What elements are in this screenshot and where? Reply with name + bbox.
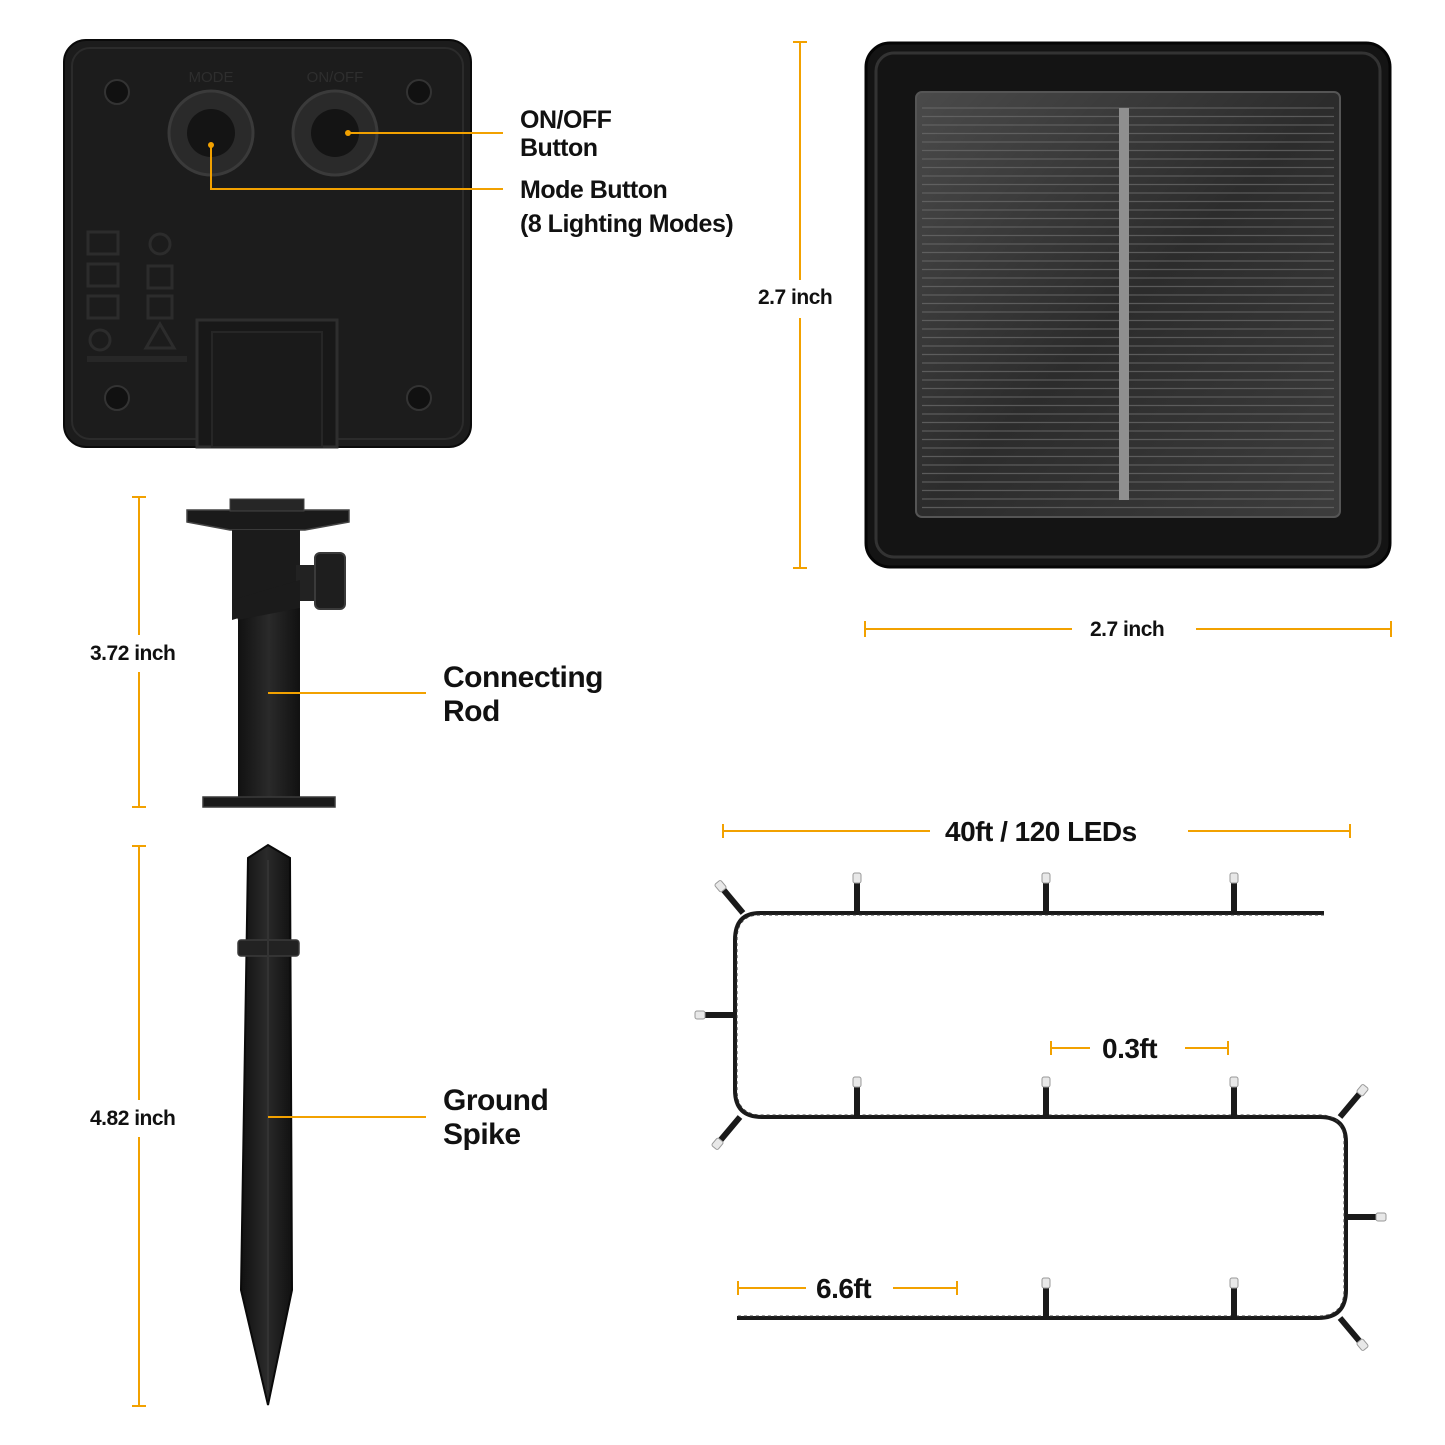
screw-icon [406,79,432,105]
led-bulb-icon [1041,1076,1051,1117]
led-bulb-icon [852,872,862,913]
rod-label-line2: Rod [443,695,500,728]
rod-label: Connecting Rod [443,661,604,729]
control-box-callouts [210,132,503,190]
solar-panel [864,41,1392,569]
solar-width-label: 2.7 inch [1090,618,1165,641]
led-bulb-icon [1229,1076,1239,1117]
total-length-dimension [722,824,1351,838]
string-lights [694,872,1387,1351]
led-bulb-icon [1041,1277,1051,1318]
spike-height-label: 4.82 inch [90,1107,176,1130]
total-length-label: 40ft / 120 LEDs [945,816,1137,847]
solar-height-label: 2.7 inch [758,286,833,309]
mode-mark: MODE [189,69,234,86]
onoff-mark: ON/OFF [307,69,364,86]
spacing-label: 0.3ft [1102,1033,1158,1064]
rod-label-line1: Connecting [443,661,604,694]
connecting-rod [186,498,350,808]
led-bulb-icon [852,1076,862,1117]
solar-height-dimension [793,41,807,569]
onoff-label: ON/OFF Button [520,105,612,163]
spike-label-line2: Spike [443,1118,521,1151]
led-bulb-icon [714,880,746,915]
ground-spike [237,843,300,1406]
screw-icon [104,385,130,411]
spike-label: Ground Spike [443,1084,549,1152]
mode-label: Mode Button (8 Lighting Modes) [520,175,734,239]
lead-wire-label: 6.6ft [816,1273,872,1304]
mode-button[interactable] [167,89,255,177]
onoff-label-line1: ON/OFF [520,106,612,134]
rod-height-label: 3.72 inch [90,642,176,665]
led-bulb-icon [1229,872,1239,913]
led-bulb-icon [694,1010,735,1020]
spike-height-dimension [132,845,146,1407]
led-bulb-icon [1229,1277,1239,1318]
led-bulb-icon [711,1115,743,1150]
spacing-dimension [1050,1041,1229,1055]
lead-wire-dimension [737,1281,958,1295]
certification-marks-icon [86,230,177,352]
mode-label-line2: (8 Lighting Modes) [520,210,734,238]
control-box: MODE ON/OFF [63,39,472,449]
onoff-label-line2: Button [520,134,598,162]
led-bulb-icon [1337,1084,1369,1119]
led-bulb-icon [1337,1316,1369,1351]
led-bulb-icon [1041,872,1051,913]
screw-icon [406,385,432,411]
adjust-knob[interactable] [314,552,346,610]
mode-label-line1: Mode Button [520,176,668,204]
solar-width-dimension [864,621,1392,637]
rod-height-dimension [132,496,146,808]
led-bulb-icon [1346,1212,1387,1222]
screw-icon [104,79,130,105]
spike-label-line1: Ground [443,1084,549,1117]
